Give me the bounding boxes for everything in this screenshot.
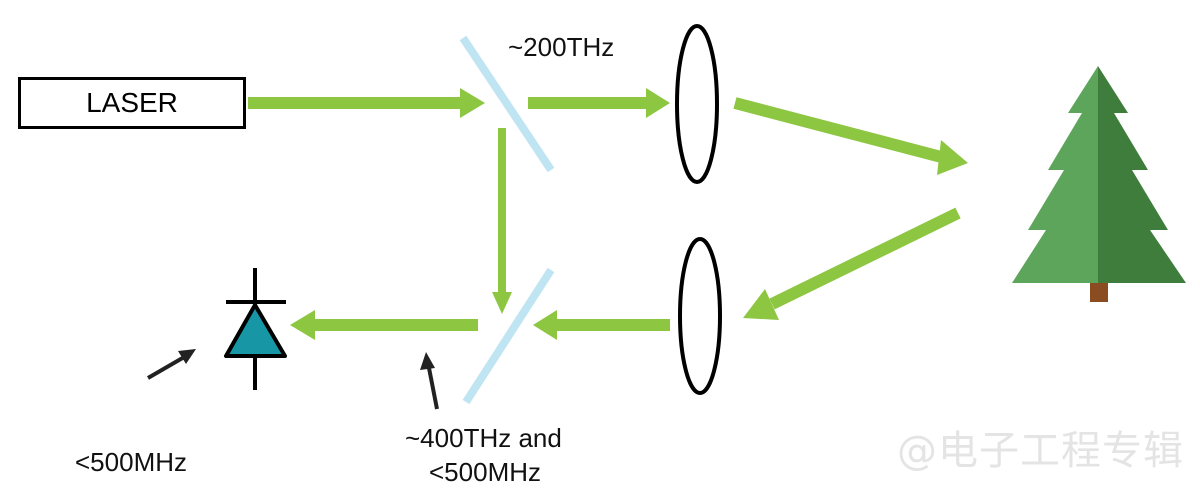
beam-tree-to-lens: [743, 207, 961, 320]
label-freq-mixed-line1: ~400THz and: [405, 423, 562, 453]
beam-splitter-top: [459, 35, 555, 173]
photodiode-icon: [224, 268, 287, 390]
beam-reference-vertical: [492, 128, 512, 314]
beam-to-detector: [290, 310, 478, 340]
beam-splitter-bottom: [462, 267, 555, 405]
label-freq-mixed: ~400THz and <500MHz: [405, 421, 562, 489]
beam-splitter-to-lens: [528, 88, 670, 118]
lens-bottom: [678, 237, 722, 395]
laser-label: LASER: [86, 87, 178, 118]
label-freq-mixed-line2: <500MHz: [429, 457, 541, 487]
laser-source: LASER: [18, 77, 246, 129]
label-freq-transmit: ~200THz: [508, 32, 615, 62]
watermark-text: @电子工程专辑: [897, 428, 1184, 474]
beam-lens-to-splitter: [533, 310, 670, 340]
tree-target-icon: [1012, 66, 1186, 302]
lens-top: [675, 24, 719, 184]
beam-lens-to-tree: [733, 97, 968, 175]
beam-laser-to-splitter: [248, 88, 485, 118]
label-freq-detector: <500MHz: [75, 447, 187, 477]
pointer-arrow-splitter: [420, 352, 439, 410]
pointer-arrow-detector: [146, 349, 196, 380]
